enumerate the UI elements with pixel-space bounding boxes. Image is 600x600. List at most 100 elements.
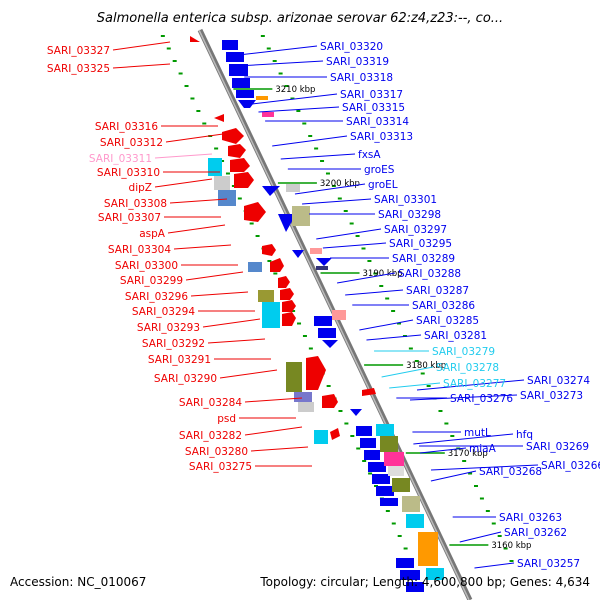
callout-line: [185, 271, 244, 281]
gene-label-sari-03307[interactable]: SARI_03307: [98, 212, 161, 224]
gene-label-sari-03278[interactable]: SARI_03278: [436, 362, 499, 374]
gene-label-fxsa[interactable]: fxsA: [358, 149, 381, 161]
gene-label-sari-03273[interactable]: SARI_03273: [520, 390, 583, 402]
gene-label-sari-03263[interactable]: SARI_03263: [499, 512, 562, 524]
gene-label-sari-03317[interactable]: SARI_03317: [340, 89, 403, 101]
callout-line: [154, 153, 213, 159]
strand-guide-ticks: [160, 35, 514, 562]
gene-label-sari-03295[interactable]: SARI_03295: [389, 238, 452, 250]
callout-line: [154, 178, 213, 188]
gene-label-sari-03288[interactable]: SARI_03288: [398, 268, 461, 280]
gene-label-sari-03284[interactable]: SARI_03284: [179, 397, 242, 409]
gene-label-sari-03325[interactable]: SARI_03325: [47, 63, 110, 75]
callout-line: [280, 153, 356, 160]
callout-line: [322, 242, 387, 249]
gene-label-psd[interactable]: psd: [217, 413, 236, 425]
gene-label-sari-03308[interactable]: SARI_03308: [104, 198, 167, 210]
gene-label-sari-03280[interactable]: SARI_03280: [185, 446, 248, 458]
callout-line: [381, 366, 434, 378]
gene-label-sari-03301[interactable]: SARI_03301: [374, 194, 437, 206]
gene-label-sari-03304[interactable]: SARI_03304: [108, 244, 171, 256]
callout-line: [366, 334, 422, 341]
callout-line: [202, 318, 261, 328]
gene-label-sari-03299[interactable]: SARI_03299: [120, 275, 183, 287]
gene-label-sari-03266[interactable]: SARI_03266: [541, 460, 600, 472]
gene-label-sari-03291[interactable]: SARI_03291: [148, 354, 211, 366]
gene-label-sari-03300[interactable]: SARI_03300: [115, 260, 178, 272]
callout-line: [236, 60, 324, 67]
callout-line: [258, 106, 340, 113]
plus-strand-colored-genes: [256, 96, 444, 580]
gene-label-sari-03296[interactable]: SARI_03296: [125, 291, 188, 303]
gene-label-dipz[interactable]: dipZ: [129, 182, 152, 194]
gene-label-miaa[interactable]: miaA: [469, 443, 497, 455]
gene-label-sari-03275[interactable]: SARI_03275: [189, 461, 252, 473]
kbp-label: 3160 kbp: [491, 541, 531, 551]
callout-line: [337, 272, 396, 284]
callout-line: [190, 291, 249, 297]
gene-label-sari-03298[interactable]: SARI_03298: [378, 209, 441, 221]
gene-label-sari-03257[interactable]: SARI_03257: [517, 558, 580, 570]
gene-label-sari-03287[interactable]: SARI_03287: [406, 285, 469, 297]
gene-label-sari-03268[interactable]: SARI_03268: [479, 466, 542, 478]
gene-label-sari-03293[interactable]: SARI_03293: [137, 322, 200, 334]
gene-label-sari-03318[interactable]: SARI_03318: [330, 72, 393, 84]
gene-label-sari-03289[interactable]: SARI_03289: [392, 253, 455, 265]
gene-label-sari-03292[interactable]: SARI_03292: [142, 338, 205, 350]
gene-label-sari-03319[interactable]: SARI_03319: [326, 56, 389, 68]
gene-label-aspa[interactable]: aspA: [139, 228, 166, 240]
callout-line: [359, 319, 414, 331]
gene-label-sari-03285[interactable]: SARI_03285: [416, 315, 479, 327]
gene-label-hfq[interactable]: hfq: [516, 429, 533, 441]
callout-line: [272, 135, 348, 147]
gene-label-sari-03274[interactable]: SARI_03274: [527, 375, 590, 387]
callout-line: [229, 45, 318, 57]
gene-label-sari-03315[interactable]: SARI_03315: [342, 102, 405, 114]
gene-label-sari-03277[interactable]: SARI_03277: [443, 378, 506, 390]
gene-label-sari-03279[interactable]: SARI_03279: [432, 346, 495, 358]
gene-label-sari-03262[interactable]: SARI_03262: [504, 527, 567, 539]
gene-label-sari-03276[interactable]: SARI_03276: [450, 393, 513, 405]
callout-line: [316, 228, 382, 240]
callout-line: [413, 433, 514, 445]
gene-label-sari-03311[interactable]: SARI_03311: [89, 153, 152, 165]
callout-line: [169, 198, 228, 204]
gene-features: [190, 36, 444, 592]
gene-label-sari-03313[interactable]: SARI_03313: [350, 131, 413, 143]
gene-label-groes[interactable]: groES: [364, 164, 395, 176]
gene-label-sari-03310[interactable]: SARI_03310: [97, 167, 160, 179]
callout-line: [250, 446, 309, 452]
callout-line: [389, 382, 441, 389]
gene-label-sari-03316[interactable]: SARI_03316: [95, 121, 158, 133]
callout-line: [294, 183, 366, 195]
right-gene-labels: SARI_03320SARI_03319SARI_03318SARI_03317…: [320, 41, 600, 570]
gene-label-sari-03312[interactable]: SARI_03312: [100, 137, 163, 149]
gene-label-sari-03286[interactable]: SARI_03286: [412, 300, 475, 312]
callout-line: [167, 224, 226, 234]
gene-label-sari-03282[interactable]: SARI_03282: [179, 430, 242, 442]
callout-line: [112, 63, 171, 69]
label-callout-lines: [112, 41, 539, 569]
gene-label-groel[interactable]: groEL: [368, 179, 398, 191]
gene-label-sari-03320[interactable]: SARI_03320: [320, 41, 383, 53]
callout-line: [474, 562, 515, 569]
gene-label-sari-03327[interactable]: SARI_03327: [47, 45, 110, 57]
callout-line: [207, 338, 266, 344]
kbp-label: 3200 kbp: [320, 179, 360, 189]
gene-label-mutl[interactable]: mutL: [464, 427, 491, 439]
callout-line: [302, 198, 372, 205]
callout-line: [430, 464, 539, 471]
map-title: Salmonella enterica subsp. arizonae sero…: [97, 11, 503, 26]
callout-line: [112, 41, 171, 51]
minus-strand-genes: [190, 36, 376, 408]
gene-label-sari-03294[interactable]: SARI_03294: [132, 306, 195, 318]
gene-label-sari-03281[interactable]: SARI_03281: [424, 330, 487, 342]
callout-line: [419, 447, 467, 454]
gene-label-sari-03314[interactable]: SARI_03314: [346, 116, 409, 128]
gene-label-sari-03290[interactable]: SARI_03290: [154, 373, 217, 385]
accession-label: Accession: NC_010067: [10, 575, 146, 589]
gene-label-sari-03269[interactable]: SARI_03269: [526, 441, 589, 453]
gene-label-sari-03297[interactable]: SARI_03297: [384, 224, 447, 236]
